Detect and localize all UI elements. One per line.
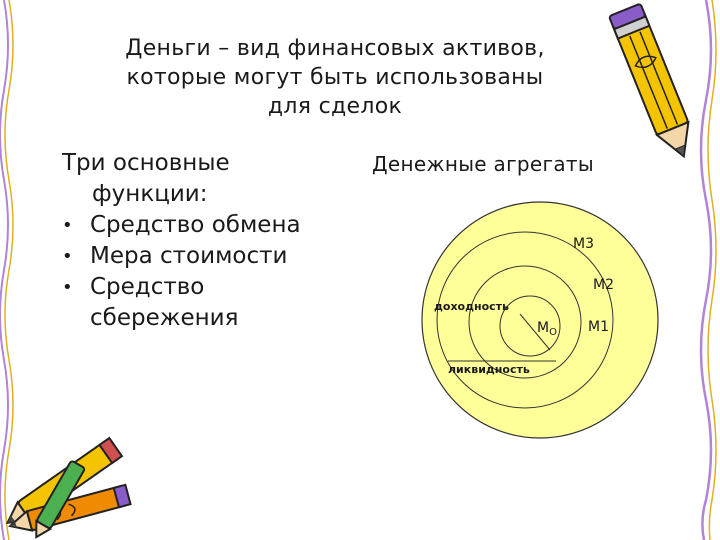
function-item-text: Средство (90, 274, 205, 300)
liquidity-label: ликвидность (448, 363, 530, 376)
m1-ring (468, 265, 582, 379)
functions-list: • Средство обмена • Мера стоимости • Сре… (62, 210, 362, 334)
m0-label-sub: O (549, 327, 557, 338)
functions-heading: Три основные (62, 150, 230, 176)
m2-ring (436, 231, 614, 409)
bullet: • (62, 215, 73, 236)
pencils-icon (5, 436, 132, 539)
yield-label: доходность (434, 300, 509, 313)
m2-label: М2 (593, 277, 614, 293)
title-line: Деньги – вид финансовых активов, (125, 36, 545, 61)
left-decorative-wave (0, 0, 14, 540)
title-line: которые могут быть использованы (126, 65, 544, 90)
m3-label: М3 (573, 236, 594, 252)
function-item-text: Средство обмена (90, 212, 301, 238)
m0-label-main: М (537, 320, 549, 336)
list-item: • Средство обмена (62, 210, 362, 241)
m0-label: МO (537, 320, 557, 338)
function-item-cont: сбережения (90, 305, 239, 331)
right-decorative-wave (699, 0, 717, 540)
slide-title: Деньги – вид финансовых активов, которые… (80, 34, 590, 121)
functions-heading-cont: функции: (92, 181, 208, 207)
list-item: • Мера стоимости (62, 241, 362, 272)
m1-label: М1 (588, 319, 609, 335)
bullet: • (62, 277, 73, 298)
title-line: для сделок (267, 94, 403, 119)
m0-ring (499, 295, 561, 357)
m3-disk (421, 201, 659, 439)
functions-block: Три основные функции: • Средство обмена … (62, 148, 362, 334)
aggregates-heading: Денежные агрегаты (372, 152, 594, 176)
function-item-text: Мера стоимости (90, 243, 288, 269)
pencil-icon (608, 3, 690, 159)
yield-arrow (519, 313, 551, 351)
bullet: • (62, 246, 73, 267)
list-item: • Средство сбережения (62, 272, 362, 334)
